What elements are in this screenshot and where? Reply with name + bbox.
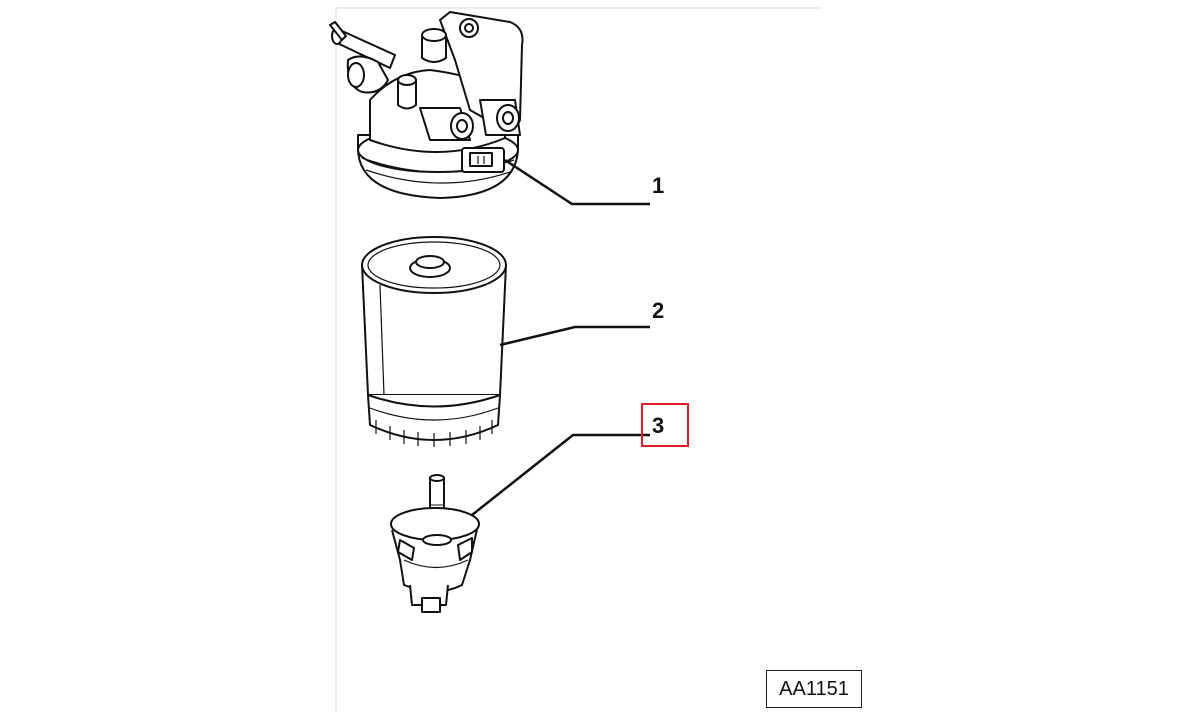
- leader-line-1: [504, 158, 650, 206]
- part-1-filter-head: [329, 11, 524, 199]
- reference-code-label: AA1151: [766, 670, 862, 708]
- part-2-filter-cartridge: [361, 236, 507, 447]
- callout-3-highlight-box: [641, 403, 689, 447]
- leader-line-3: [471, 433, 650, 516]
- callout-number-1[interactable]: 1: [652, 173, 665, 198]
- callout-number-3[interactable]: 3: [652, 413, 665, 438]
- part-3-water-sensor: [390, 474, 480, 613]
- callout-number-2[interactable]: 2: [652, 298, 665, 323]
- leader-line-2: [499, 325, 650, 347]
